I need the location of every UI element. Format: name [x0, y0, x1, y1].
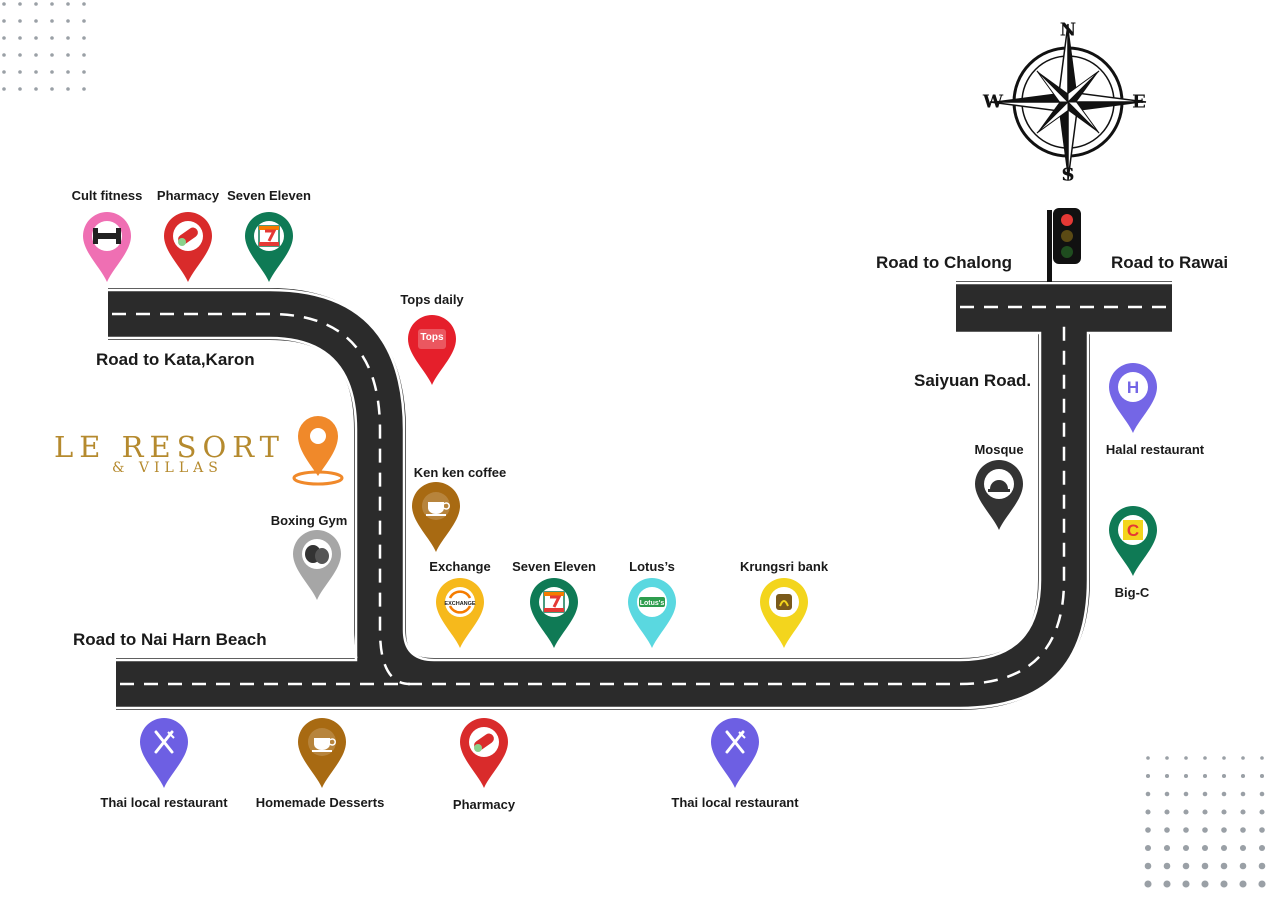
road-label-kata-karon: Road to Kata,Karon: [96, 350, 255, 369]
place-label: Cult fitness: [71, 188, 143, 203]
place-label: Tops daily: [400, 292, 464, 307]
big-c-icon: C: [1118, 515, 1148, 545]
lotus-icon: Lotus's: [637, 587, 667, 617]
location-pin[interactable]: [83, 212, 131, 282]
place-label: Halal restaurant: [1105, 442, 1205, 457]
place-label: Thai local restaurant: [100, 795, 228, 810]
place-label: Homemade Desserts: [255, 795, 385, 810]
pill-icon: [469, 727, 499, 757]
decorative-dot-grid: [2, 2, 86, 91]
brand-logo-name: LE RESORT: [54, 430, 285, 464]
svg-text:H: H: [1127, 378, 1139, 397]
place-label: Pharmacy: [156, 188, 220, 203]
brand-logo-sub: & VILLAS: [112, 460, 223, 476]
bank-icon: [769, 587, 799, 617]
location-pin[interactable]: Tops: [408, 315, 456, 385]
boxing-glove-icon: [302, 539, 332, 569]
compass-west-label: W: [982, 91, 1004, 113]
location-pin[interactable]: [412, 482, 460, 552]
fork-knife-icon: [725, 730, 746, 754]
road-label-chalong: Road to Chalong: [876, 253, 1012, 272]
seven-eleven-icon: [254, 221, 284, 251]
exchange-icon: EXCHANGE: [444, 587, 476, 617]
compass-north-label: N: [1059, 19, 1077, 41]
location-pin[interactable]: H: [1109, 363, 1157, 433]
fork-knife-icon: [154, 730, 175, 754]
place-label: Big-C: [1114, 585, 1150, 600]
road-label-nai-harn: Road to Nai Harn Beach: [73, 630, 267, 649]
seven-eleven-icon: [539, 587, 569, 617]
place-label: Seven Eleven: [227, 188, 311, 203]
location-pin[interactable]: [530, 578, 578, 648]
road-network: [108, 281, 1172, 710]
compass-south-label: S: [1061, 164, 1075, 186]
location-pin[interactable]: [460, 718, 508, 788]
dumbbell-icon: [92, 221, 122, 251]
location-pin[interactable]: [140, 718, 188, 788]
place-label: Thai local restaurant: [671, 795, 799, 810]
place-label: Pharmacy: [452, 797, 516, 812]
location-pin[interactable]: [164, 212, 212, 282]
tops-daily-icon: Tops: [418, 329, 446, 349]
coffee-cup-icon: [308, 728, 336, 756]
traffic-light-icon: [1047, 208, 1081, 282]
location-pin[interactable]: [293, 530, 341, 600]
compass-rose-icon: [989, 23, 1147, 181]
location-pin[interactable]: C: [1109, 506, 1157, 576]
location-pin[interactable]: [975, 460, 1023, 530]
location-pin[interactable]: [711, 718, 759, 788]
place-label: Exchange: [429, 559, 491, 574]
svg-text:Lotus's: Lotus's: [640, 600, 665, 607]
coffee-cup-icon: [422, 492, 450, 520]
place-label: Krungsri bank: [739, 559, 829, 574]
pill-icon: [173, 221, 203, 251]
mosque-icon: [984, 469, 1014, 499]
svg-text:Tops: Tops: [420, 332, 444, 343]
decorative-dot-grid: [1144, 756, 1266, 888]
road-main: [116, 310, 1090, 710]
place-label: Boxing Gym: [270, 513, 348, 528]
location-pin[interactable]: [245, 212, 293, 282]
resort-location-pin: [292, 416, 344, 486]
location-pin[interactable]: [298, 718, 346, 788]
place-label: Lotus’s: [629, 559, 675, 574]
svg-text:C: C: [1127, 521, 1139, 540]
location-pin[interactable]: [760, 578, 808, 648]
svg-text:EXCHANGE: EXCHANGE: [444, 601, 476, 607]
road-label-rawai: Road to Rawai: [1111, 253, 1229, 272]
location-pin[interactable]: Lotus's: [628, 578, 676, 648]
compass-east-label: E: [1132, 91, 1146, 113]
place-label: Mosque: [974, 442, 1024, 457]
halal-icon: H: [1118, 372, 1148, 402]
place-label: Ken ken coffee: [413, 465, 507, 480]
place-label: Seven Eleven: [512, 559, 596, 574]
location-pin[interactable]: EXCHANGE: [436, 578, 484, 648]
road-label-saiyuan: Saiyuan Road.: [914, 371, 1032, 390]
